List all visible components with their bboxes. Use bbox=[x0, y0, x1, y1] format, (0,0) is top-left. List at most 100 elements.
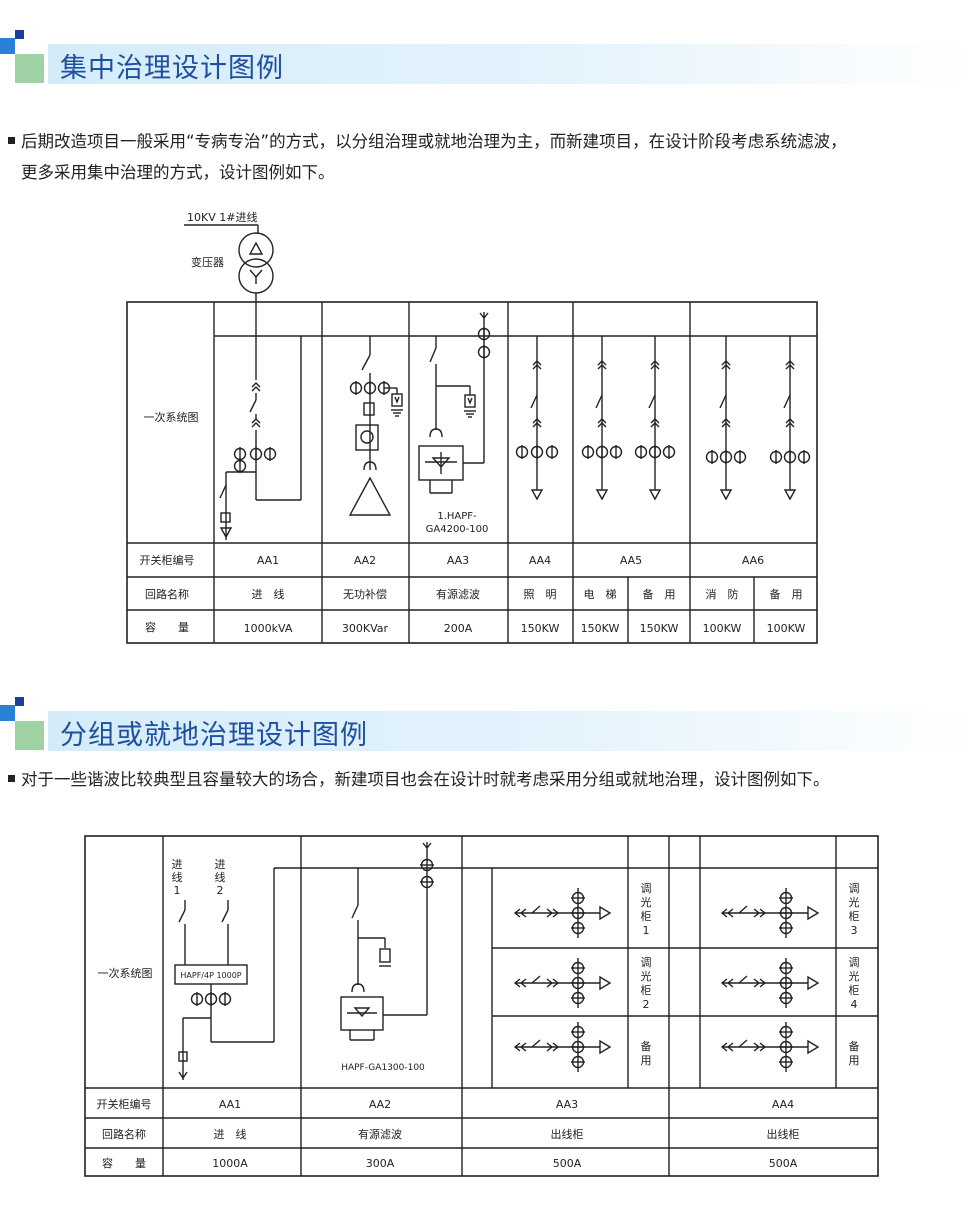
capacity-4: 150KW bbox=[521, 622, 560, 635]
incoming1-char2: 线 bbox=[172, 870, 183, 884]
capacity-2: 300A bbox=[366, 1157, 395, 1170]
row-label-circuit: 回路名称 bbox=[102, 1127, 146, 1141]
filter-model-line1: 1.HAPF- bbox=[437, 511, 477, 522]
row-label-diagram: 一次系统图 bbox=[144, 410, 199, 424]
aa3-active-filter-circuit: 1.HAPF- GA4200-100 bbox=[418, 312, 491, 535]
aa3-row-1 bbox=[513, 888, 612, 938]
cabinet-aa2: AA2 bbox=[369, 1098, 391, 1111]
circuit-6: 备 用 bbox=[643, 587, 676, 601]
header-deco-square-green bbox=[15, 54, 44, 83]
side-label-2-char3: 柜 bbox=[641, 984, 652, 997]
capacity-8: 100KW bbox=[767, 622, 806, 635]
side-label-4-char3: 柜 bbox=[849, 910, 860, 923]
circuit-7: 消 防 bbox=[706, 587, 739, 601]
side-label-1-char3: 柜 bbox=[641, 910, 652, 923]
circuit-2: 有源滤波 bbox=[358, 1127, 402, 1141]
header-deco-square-dark bbox=[15, 30, 24, 39]
cabinet-aa3: AA3 bbox=[556, 1098, 578, 1111]
side-label-2-char4: 2 bbox=[643, 998, 650, 1011]
capacity-3: 500A bbox=[553, 1157, 582, 1170]
cabinet-aa1: AA1 bbox=[219, 1098, 241, 1111]
row-label-capacity: 容 量 bbox=[102, 1156, 146, 1170]
incoming1-char3: 1 bbox=[174, 884, 181, 897]
aa4-row-3 bbox=[720, 1022, 820, 1072]
aa3-row-2 bbox=[513, 958, 612, 1008]
row-label-diagram: 一次系统图 bbox=[98, 966, 153, 980]
aa2-compensation-circuit bbox=[348, 336, 404, 516]
capacity-2: 300KVar bbox=[342, 622, 389, 635]
side-label-2-char1: 调 bbox=[641, 956, 652, 969]
section2-title: 分组或就地治理设计图例 bbox=[60, 720, 368, 751]
side-label-3-char1: 备 bbox=[641, 1039, 652, 1053]
transformer-label: 变压器 bbox=[191, 255, 224, 269]
aa1-dual-incoming-circuit: 进 线 1 进 线 2 HAPF/4P 1000P bbox=[172, 858, 275, 1080]
feeder-aa5-2 bbox=[634, 336, 676, 500]
header-deco-square-dark bbox=[15, 697, 24, 706]
incoming2-char3: 2 bbox=[217, 884, 224, 897]
aa2-active-filter-circuit: HAPF-GA1300-100 bbox=[340, 842, 435, 1073]
cabinet-aa3: AA3 bbox=[447, 554, 469, 567]
incoming1-char1: 进 bbox=[172, 858, 183, 871]
header-band bbox=[48, 711, 975, 751]
incoming2-char1: 进 bbox=[215, 858, 226, 871]
feeder-aa6-1 bbox=[705, 336, 747, 500]
capacity-6: 150KW bbox=[640, 622, 679, 635]
aa1-incoming-circuit bbox=[219, 302, 302, 540]
header-deco-square-green bbox=[15, 721, 44, 750]
capacity-7: 100KW bbox=[703, 622, 742, 635]
cabinet-aa6: AA6 bbox=[742, 554, 764, 567]
row-label-circuit: 回路名称 bbox=[145, 587, 189, 601]
table1-frame bbox=[126, 301, 818, 644]
side-label-5-char1: 调 bbox=[849, 956, 860, 969]
side-label-6-char1: 备 bbox=[849, 1039, 860, 1053]
capacity-3: 200A bbox=[444, 622, 473, 635]
side-label-6-char2: 用 bbox=[849, 1054, 860, 1067]
transformer-primary-icon bbox=[238, 232, 274, 268]
capacity-1: 1000kVA bbox=[244, 622, 293, 635]
section1-paragraph: 后期改造项目一般采用“专病专治”的方式，以分组治理或就地治理为主，而新建项目，在… bbox=[8, 126, 847, 188]
row-label-capacity: 容 量 bbox=[145, 620, 189, 634]
hapf-unit-icon bbox=[340, 996, 384, 1031]
cabinet-aa4: AA4 bbox=[772, 1098, 794, 1111]
bullet-icon bbox=[8, 137, 15, 144]
incoming-label: 10KV 1#进线 bbox=[187, 210, 257, 224]
feeder-aa5-1 bbox=[581, 336, 623, 500]
row-label-cabinet: 开关柜编号 bbox=[140, 553, 195, 567]
cabinet-aa5: AA5 bbox=[620, 554, 642, 567]
circuit-4: 照 明 bbox=[524, 588, 557, 601]
side-label-3-char2: 用 bbox=[641, 1054, 652, 1067]
section1-title: 集中治理设计图例 bbox=[60, 53, 284, 84]
cabinet-aa4: AA4 bbox=[529, 554, 551, 567]
capacity-1: 1000A bbox=[212, 1157, 248, 1170]
aa3-row-3 bbox=[513, 1022, 612, 1072]
circuit-4: 出线柜 bbox=[767, 1127, 800, 1141]
cabinet-aa1: AA1 bbox=[257, 554, 279, 567]
circuit-5: 电 梯 bbox=[584, 588, 617, 601]
header-deco-square-blue bbox=[0, 705, 15, 721]
feeder-circuits bbox=[515, 336, 811, 500]
aa4-outgoing-circuits bbox=[720, 888, 820, 1072]
side-label-4-char1: 调 bbox=[849, 882, 860, 895]
side-label-2-char2: 光 bbox=[641, 969, 652, 983]
aa4-row-1 bbox=[720, 888, 820, 938]
feeder-aa4 bbox=[515, 336, 559, 500]
aa3-outgoing-circuits bbox=[513, 888, 612, 1072]
side-label-1-char2: 光 bbox=[641, 895, 652, 909]
header-band bbox=[48, 44, 975, 84]
cabinet-aa2: AA2 bbox=[354, 554, 376, 567]
circuit-1: 进 线 bbox=[252, 587, 285, 601]
diagram1: 10KV 1#进线 变压器 一次系统图 开关柜编号 回路名称 容 量 bbox=[126, 210, 818, 644]
circuit-8: 备 用 bbox=[770, 587, 803, 601]
feeder-aa6-2 bbox=[769, 336, 811, 500]
filter-model-line2: GA4200-100 bbox=[426, 524, 489, 535]
side-label-4-char2: 光 bbox=[849, 895, 860, 909]
section1-paragraph-line2: 更多采用集中治理的方式，设计图例如下。 bbox=[21, 163, 335, 182]
bullet-icon bbox=[8, 775, 15, 782]
side-label-4-char4: 3 bbox=[851, 924, 858, 937]
ats-label: HAPF/4P 1000P bbox=[180, 971, 241, 980]
incoming2-char2: 线 bbox=[215, 870, 226, 884]
circuit-3: 出线柜 bbox=[551, 1127, 584, 1141]
side-label-1-char4: 1 bbox=[643, 924, 650, 937]
filter-model: HAPF-GA1300-100 bbox=[341, 1063, 425, 1073]
section2-paragraph: 对于一些谐波比较典型且容量较大的场合，新建项目也会在设计时就考虑采用分组或就地治… bbox=[8, 764, 830, 795]
